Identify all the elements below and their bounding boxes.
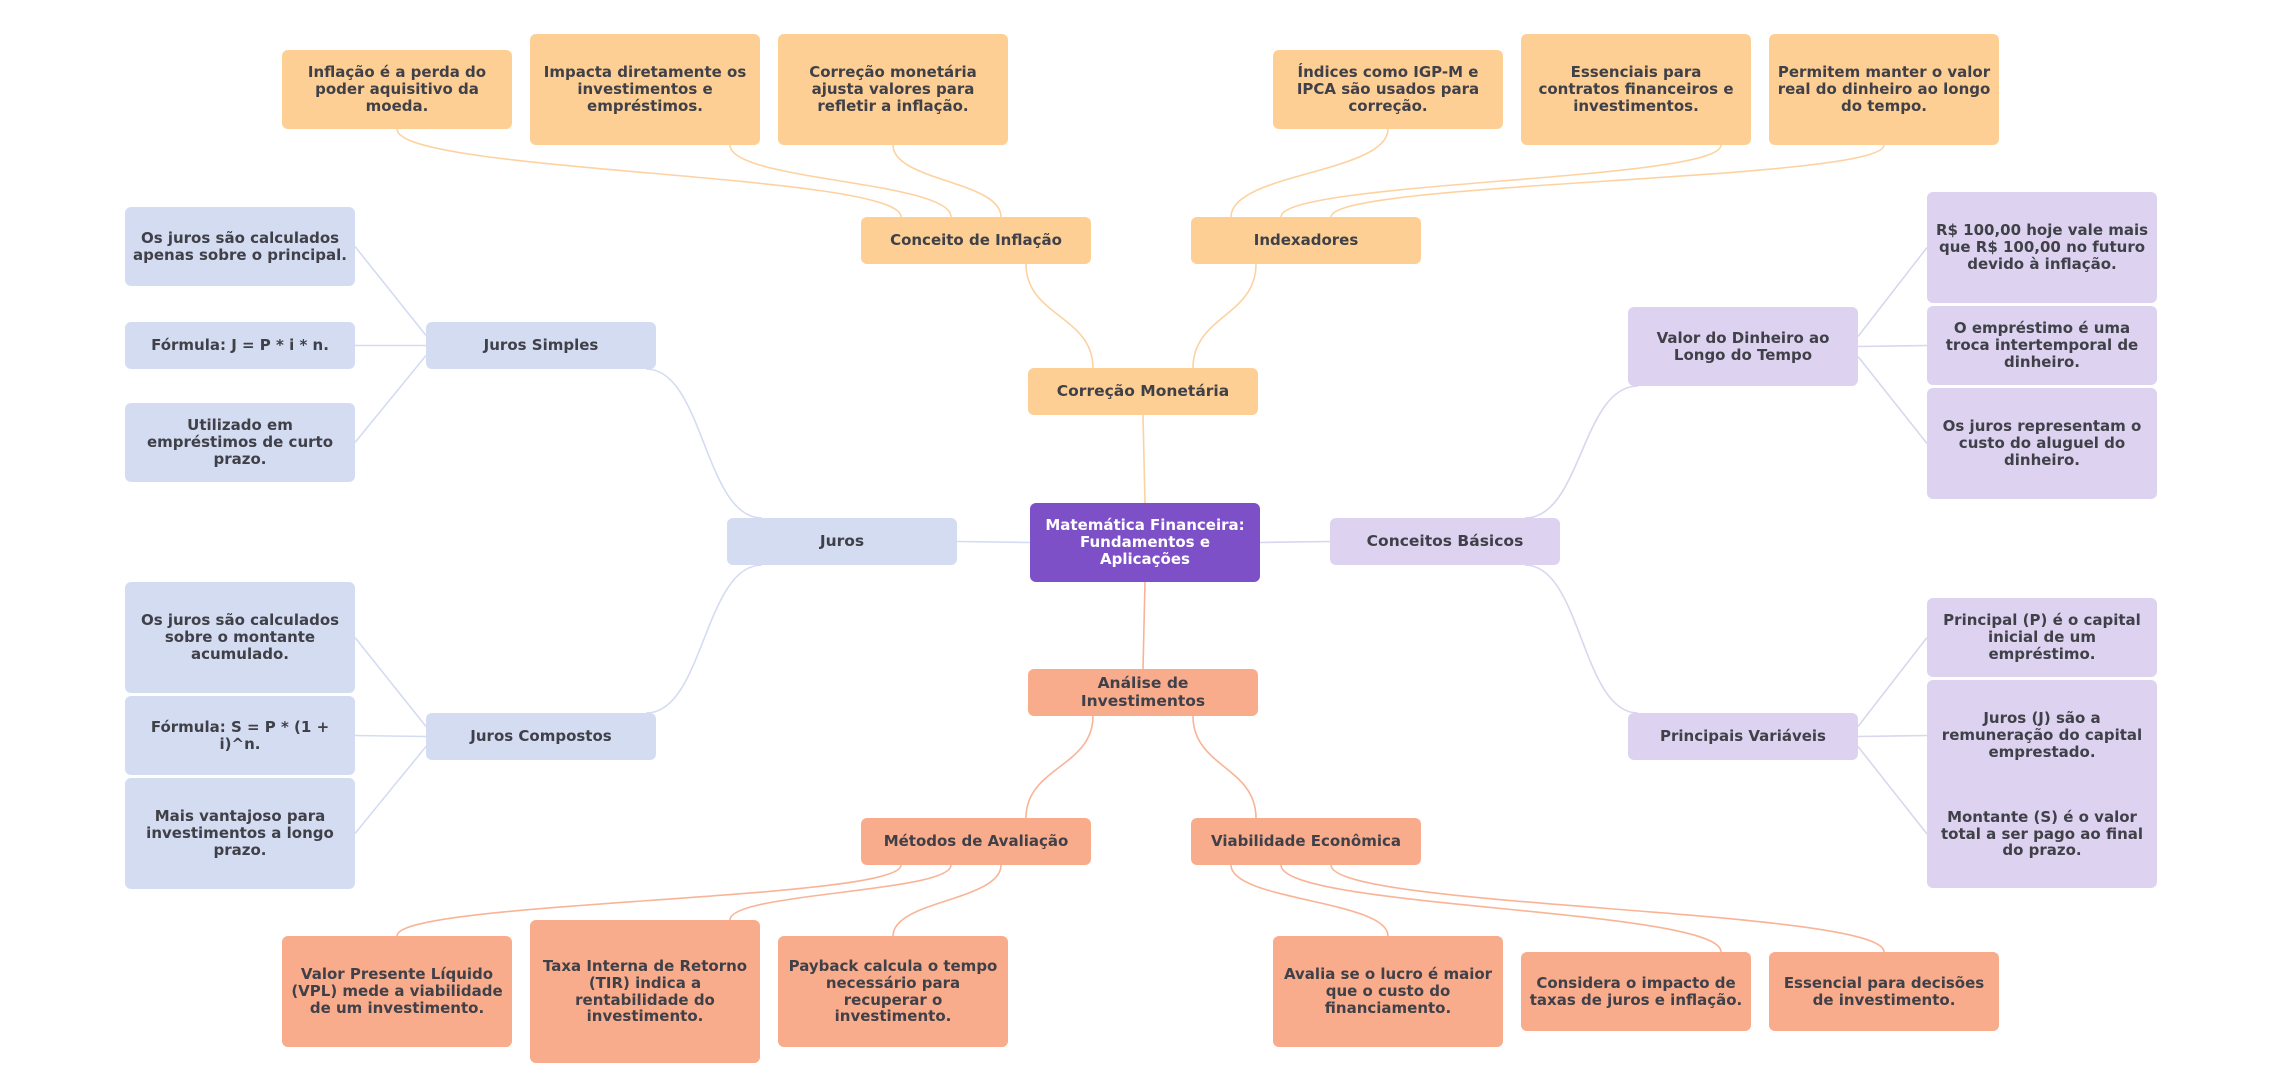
leaf-compostos-2[interactable]: Fórmula: S = P * (1 + i)^n. [125, 696, 355, 775]
edge-leaf-compostos-1 [354, 637, 427, 727]
edge-juros-compostos [645, 564, 763, 714]
edge-leaf-simples-1 [354, 246, 427, 336]
topic-correcao-monetaria[interactable]: Correção Monetária [1028, 368, 1258, 415]
edge-juros-simples [645, 368, 763, 519]
leaf-compostos-1[interactable]: Os juros são calculados sobre o montante… [125, 582, 355, 693]
edge-root-correcao [1142, 414, 1146, 504]
edge-correcao-inflacao [1025, 263, 1094, 369]
edge-root-conceitos [1259, 540, 1331, 544]
topic-conceitos-basicos[interactable]: Conceitos Básicos [1330, 518, 1560, 565]
edge-root-analise [1142, 581, 1146, 670]
leaf-inflacao-3[interactable]: Correção monetária ajusta valores para r… [778, 34, 1008, 145]
leaf-valor-2[interactable]: O empréstimo é uma troca intertemporal d… [1927, 306, 2157, 385]
topic-juros[interactable]: Juros [727, 518, 957, 565]
edge-leaf-inflacao-3 [892, 144, 1002, 218]
subtopic-indexadores[interactable]: Indexadores [1191, 217, 1421, 264]
subtopic-viabilidade-economica[interactable]: Viabilidade Econômica [1191, 818, 1421, 865]
root-node[interactable]: Matemática Financeira: Fundamentos e Apl… [1030, 503, 1260, 582]
edge-leaf-variaveis-1 [1857, 637, 1928, 727]
leaf-variaveis-1[interactable]: Principal (P) é o capital inicial de um … [1927, 598, 2157, 677]
leaf-inflacao-2[interactable]: Impacta diretamente os investimentos e e… [530, 34, 760, 145]
leaf-variaveis-2[interactable]: Juros (J) são a remuneração do capital e… [1927, 680, 2157, 791]
edge-conceitos-valor [1524, 385, 1639, 519]
leaf-indexadores-3[interactable]: Permitem manter o valor real do dinheiro… [1769, 34, 1999, 145]
edge-leaf-valor-3 [1857, 356, 1928, 444]
leaf-metodos-2[interactable]: Taxa Interna de Retorno (TIR) indica a r… [530, 920, 760, 1063]
edge-correcao-indexadores [1192, 263, 1257, 369]
leaf-simples-3[interactable]: Utilizado em empréstimos de curto prazo. [125, 403, 355, 482]
edge-leaf-variaveis-3 [1857, 746, 1928, 835]
edge-leaf-viabilidade-1 [1230, 864, 1389, 937]
edge-leaf-inflacao-1 [396, 128, 902, 218]
leaf-valor-3[interactable]: Os juros representam o custo do aluguel … [1927, 388, 2157, 499]
leaf-compostos-3[interactable]: Mais vantajoso para investimentos a long… [125, 778, 355, 889]
subtopic-conceito-inflacao[interactable]: Conceito de Inflação [861, 217, 1091, 264]
edge-leaf-viabilidade-2 [1280, 864, 1722, 953]
subtopic-juros-compostos[interactable]: Juros Compostos [426, 713, 656, 760]
topic-analise-investimentos[interactable]: Análise de Investimentos [1028, 669, 1258, 716]
subtopic-juros-simples[interactable]: Juros Simples [426, 322, 656, 369]
edge-leaf-inflacao-2 [729, 144, 952, 218]
edge-leaf-viabilidade-3 [1330, 864, 1885, 953]
leaf-metodos-1[interactable]: Valor Presente Líquido (VPL) mede a viab… [282, 936, 512, 1047]
edge-leaf-indexadores-3 [1330, 144, 1885, 218]
edge-leaf-valor-2 [1857, 344, 1928, 348]
edge-analise-viabilidade [1192, 715, 1257, 819]
edge-analise-metodos [1025, 715, 1094, 819]
leaf-viabilidade-3[interactable]: Essencial para decisões de investimento. [1769, 952, 1999, 1031]
leaf-inflacao-1[interactable]: Inflação é a perda do poder aquisitivo d… [282, 50, 512, 129]
edge-leaf-variaveis-2 [1857, 734, 1928, 738]
edge-leaf-metodos-1 [396, 864, 902, 937]
edge-leaf-indexadores-1 [1230, 128, 1389, 218]
edge-leaf-metodos-3 [892, 864, 1002, 937]
edge-leaf-metodos-2 [729, 864, 952, 921]
subtopic-metodos-avaliacao[interactable]: Métodos de Avaliação [861, 818, 1091, 865]
subtopic-valor-dinheiro[interactable]: Valor do Dinheiro ao Longo do Tempo [1628, 307, 1858, 386]
leaf-simples-1[interactable]: Os juros são calculados apenas sobre o p… [125, 207, 355, 286]
leaf-viabilidade-2[interactable]: Considera o impacto de taxas de juros e … [1521, 952, 1751, 1031]
edge-leaf-indexadores-2 [1280, 144, 1722, 218]
leaf-indexadores-2[interactable]: Essenciais para contratos financeiros e … [1521, 34, 1751, 145]
edge-root-juros [956, 540, 1031, 544]
edge-leaf-simples-3 [354, 354, 427, 444]
leaf-variaveis-3[interactable]: Montante (S) é o valor total a ser pago … [1927, 780, 2157, 888]
leaf-indexadores-1[interactable]: Índices como IGP-M e IPCA são usados par… [1273, 50, 1503, 129]
subtopic-principais-variaveis[interactable]: Principais Variáveis [1628, 713, 1858, 760]
edge-leaf-compostos-2 [354, 734, 427, 738]
leaf-simples-2[interactable]: Fórmula: J = P * i * n. [125, 322, 355, 369]
leaf-viabilidade-1[interactable]: Avalia se o lucro é maior que o custo do… [1273, 936, 1503, 1047]
edge-leaf-valor-1 [1857, 247, 1928, 337]
leaf-valor-1[interactable]: R$ 100,00 hoje vale mais que R$ 100,00 n… [1927, 192, 2157, 303]
edge-leaf-compostos-3 [354, 745, 427, 835]
leaf-metodos-3[interactable]: Payback calcula o tempo necessário para … [778, 936, 1008, 1047]
edge-conceitos-variaveis [1524, 564, 1639, 714]
